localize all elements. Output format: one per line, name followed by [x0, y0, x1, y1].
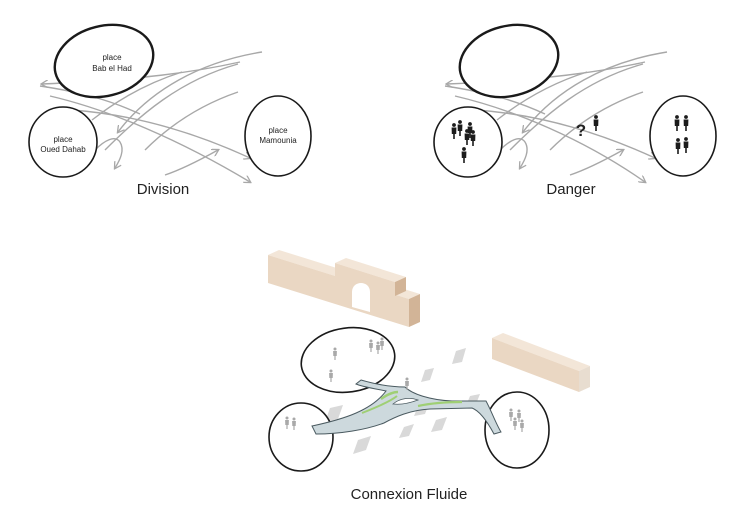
place-oued-dahab-label-2: Oued Dahab [40, 145, 86, 154]
place-bab-el-had-label-1: place [102, 53, 122, 62]
place-mamounia-label-2: Mamounia [259, 136, 297, 145]
connexion-bridge [311, 379, 502, 435]
right-wall [492, 333, 590, 392]
gate-wall [268, 250, 420, 327]
place-mamounia [244, 95, 312, 177]
place-right [649, 95, 717, 177]
place-bab-el-had-label-2: Bab el Had [92, 64, 132, 73]
place-left [433, 106, 503, 178]
place-left [268, 402, 334, 472]
place-mamounia-label-1: place [268, 126, 288, 135]
place-oued-dahab-label-1: place [53, 135, 73, 144]
place-right [484, 391, 550, 469]
lone-person [593, 115, 599, 131]
question-mark: ? [576, 121, 586, 140]
connexion-panel: Connexion Fluide [268, 250, 590, 503]
danger-panel: ? Danger [433, 23, 717, 198]
danger-caption: Danger [546, 181, 595, 198]
ground-shadows [325, 348, 480, 454]
place-oued-dahab [28, 106, 98, 178]
connexion-caption: Connexion Fluide [351, 486, 468, 503]
division-caption: Division [137, 181, 190, 198]
place-bab-el-had [53, 23, 155, 99]
place-top [458, 23, 560, 99]
division-panel: place Bab el Had place Oued Dahab place … [28, 23, 312, 198]
